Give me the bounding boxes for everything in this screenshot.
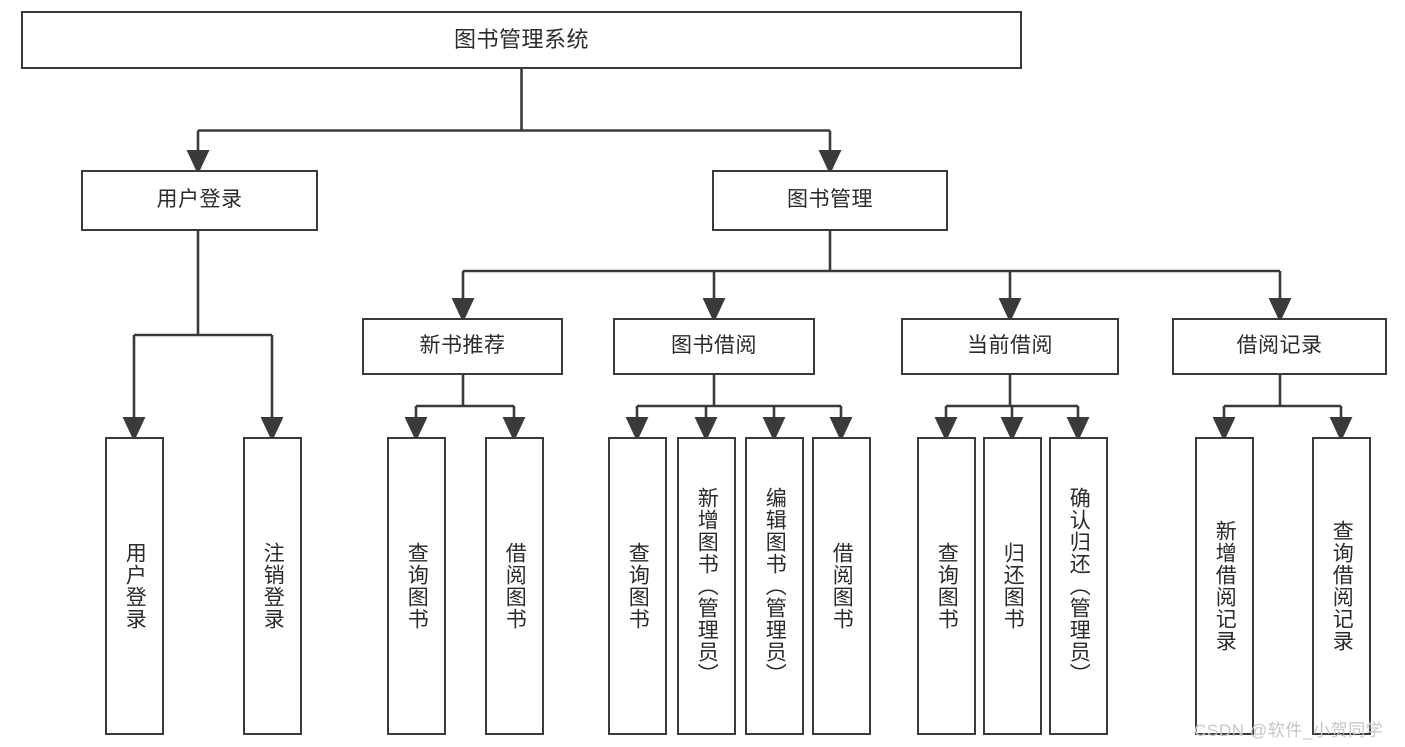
node-label: 图书借阅 xyxy=(671,334,757,358)
node-label: 查询借阅记录 xyxy=(1330,520,1354,652)
leaf-add-book[interactable]: 新增图书（管理员） xyxy=(677,437,736,735)
node-root-system[interactable]: 图书管理系统 xyxy=(21,11,1022,69)
node-label: 当前借阅 xyxy=(967,334,1053,358)
node-label: 注销登录 xyxy=(261,542,285,630)
node-user-login[interactable]: 用户登录 xyxy=(81,170,318,231)
leaf-query-book-recommend[interactable]: 查询图书 xyxy=(387,437,446,735)
node-book-management[interactable]: 图书管理 xyxy=(712,170,948,231)
node-borrow-record[interactable]: 借阅记录 xyxy=(1172,318,1387,375)
leaf-add-borrow-record[interactable]: 新增借阅记录 xyxy=(1195,437,1254,735)
node-label: 编辑图书（管理员） xyxy=(763,487,787,685)
leaf-query-borrow-record[interactable]: 查询借阅记录 xyxy=(1312,437,1371,735)
node-label: 借阅图书 xyxy=(830,542,854,630)
node-label: 借阅记录 xyxy=(1236,334,1323,358)
node-label: 用户登录 xyxy=(123,542,147,630)
leaf-query-book-current[interactable]: 查询图书 xyxy=(917,437,976,735)
leaf-query-book-borrow[interactable]: 查询图书 xyxy=(608,437,667,735)
node-label: 新增图书（管理员） xyxy=(695,487,719,685)
leaf-logout-login[interactable]: 注销登录 xyxy=(243,437,302,735)
leaf-user-login[interactable]: 用户登录 xyxy=(105,437,164,735)
watermark: CSDN @软件_小贺同学 xyxy=(1194,721,1384,740)
node-label: 图书管理 xyxy=(787,188,873,212)
leaf-borrow-book[interactable]: 借阅图书 xyxy=(812,437,871,735)
leaf-return-book[interactable]: 归还图书 xyxy=(983,437,1042,735)
node-label: 图书管理系统 xyxy=(453,27,589,53)
node-book-borrow[interactable]: 图书借阅 xyxy=(613,318,815,375)
node-label: 查询图书 xyxy=(935,542,959,630)
node-label: 借阅图书 xyxy=(503,542,527,630)
node-current-borrow[interactable]: 当前借阅 xyxy=(901,318,1119,375)
node-label: 新书推荐 xyxy=(419,334,506,358)
node-new-book-recommend[interactable]: 新书推荐 xyxy=(362,318,563,375)
leaf-confirm-return[interactable]: 确认归还（管理员） xyxy=(1049,437,1108,735)
leaf-edit-book[interactable]: 编辑图书（管理员） xyxy=(745,437,804,735)
node-label: 归还图书 xyxy=(1001,542,1025,630)
node-label: 新增借阅记录 xyxy=(1213,520,1237,652)
node-label: 查询图书 xyxy=(405,542,429,630)
leaf-borrow-book-recommend[interactable]: 借阅图书 xyxy=(485,437,544,735)
node-label: 确认归还（管理员） xyxy=(1067,487,1091,685)
node-label: 查询图书 xyxy=(626,542,650,630)
node-label: 用户登录 xyxy=(156,188,243,212)
